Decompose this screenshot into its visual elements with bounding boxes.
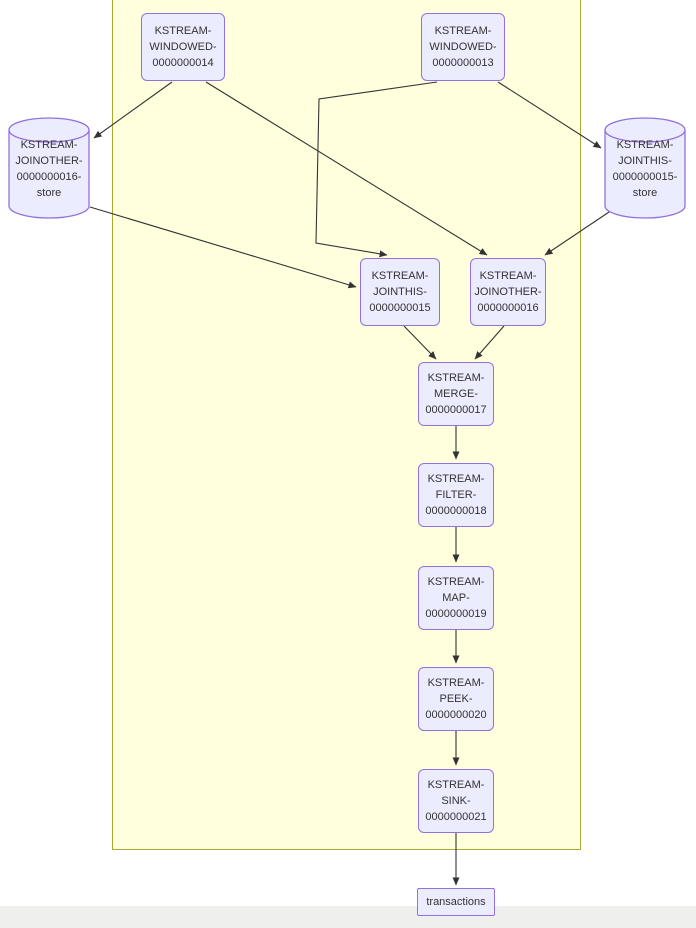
- node-label-line: KSTREAM-: [427, 372, 485, 384]
- node-label-line: KSTREAM-: [20, 139, 78, 151]
- node-label-line: KSTREAM-: [154, 25, 212, 37]
- node-label-line: WINDOWED-: [429, 41, 497, 53]
- node-kstream-jointhis-0000000015: KSTREAM- JOINTHIS- 0000000015: [360, 258, 440, 326]
- node-kstream-sink-0000000021: KSTREAM- SINK- 0000000021: [418, 769, 494, 833]
- node-label-line: 0000000015-: [612, 171, 678, 183]
- node-label-line: transactions: [426, 896, 486, 908]
- node-label-line: KSTREAM-: [479, 270, 537, 282]
- node-label-line: 0000000016-: [16, 171, 82, 183]
- node-label-line: 0000000017: [425, 404, 487, 416]
- node-label-line: 0000000015: [369, 302, 431, 314]
- node-label-line: 0000000016: [477, 302, 539, 314]
- node-label-line: 0000000013: [432, 57, 494, 69]
- node-label-line: 0000000019: [425, 608, 487, 620]
- node-kstream-filter-0000000018: KSTREAM- FILTER- 0000000018: [418, 463, 494, 527]
- page-bottom-band: [0, 906, 696, 928]
- node-kstream-windowed-0000000014: KSTREAM- WINDOWED- 0000000014: [141, 13, 225, 81]
- node-label-line: 0000000014: [152, 57, 214, 69]
- node-label-line: KSTREAM-: [427, 576, 485, 588]
- cylinder-icon: [604, 117, 686, 219]
- node-kstream-windowed-0000000013: KSTREAM- WINDOWED- 0000000013: [421, 13, 505, 81]
- node-label-line: KSTREAM-: [371, 270, 429, 282]
- node-label-line: 0000000018: [425, 505, 487, 517]
- store-kstream-joinother-0000000016-store: KSTREAM- JOINOTHER- 0000000016- store: [7, 116, 91, 220]
- node-label-line: KSTREAM-: [427, 779, 485, 791]
- node-label-line: WINDOWED-: [149, 41, 217, 53]
- node-kstream-peek-0000000020: KSTREAM- PEEK- 0000000020: [418, 667, 494, 731]
- node-kstream-merge-0000000017: KSTREAM- MERGE- 0000000017: [418, 362, 494, 426]
- node-label-line: SINK-: [441, 795, 471, 807]
- node-label-line: MERGE-: [434, 388, 478, 400]
- node-label-line: 0000000020: [425, 709, 487, 721]
- node-label-line: JOINTHIS-: [618, 155, 672, 167]
- node-label-line: store: [36, 187, 62, 199]
- store-label: KSTREAM- JOINOTHER- 0000000016- store: [7, 137, 91, 201]
- node-label-line: store: [632, 187, 658, 199]
- subtopology-cluster: [112, 0, 581, 850]
- node-label-line: KSTREAM-: [427, 473, 485, 485]
- store-label: KSTREAM- JOINTHIS- 0000000015- store: [603, 137, 687, 201]
- node-label-line: JOINOTHER-: [15, 155, 83, 167]
- node-label-line: FILTER-: [435, 489, 477, 501]
- node-label-line: KSTREAM-: [616, 139, 674, 151]
- node-label-line: JOINTHIS-: [373, 286, 427, 298]
- node-label-line: KSTREAM-: [427, 677, 485, 689]
- node-label-line: PEEK-: [439, 693, 473, 705]
- node-kstream-map-0000000019: KSTREAM- MAP- 0000000019: [418, 566, 494, 630]
- node-label-line: 0000000021: [425, 811, 487, 823]
- node-label-line: JOINOTHER-: [474, 286, 542, 298]
- node-label-line: MAP-: [442, 592, 470, 604]
- store-kstream-jointhis-0000000015-store: KSTREAM- JOINTHIS- 0000000015- store: [603, 116, 687, 220]
- cylinder-icon: [8, 117, 90, 219]
- node-label-line: KSTREAM-: [434, 25, 492, 37]
- node-topic-transactions: transactions: [417, 888, 495, 916]
- node-kstream-joinother-0000000016: KSTREAM- JOINOTHER- 0000000016: [470, 258, 546, 326]
